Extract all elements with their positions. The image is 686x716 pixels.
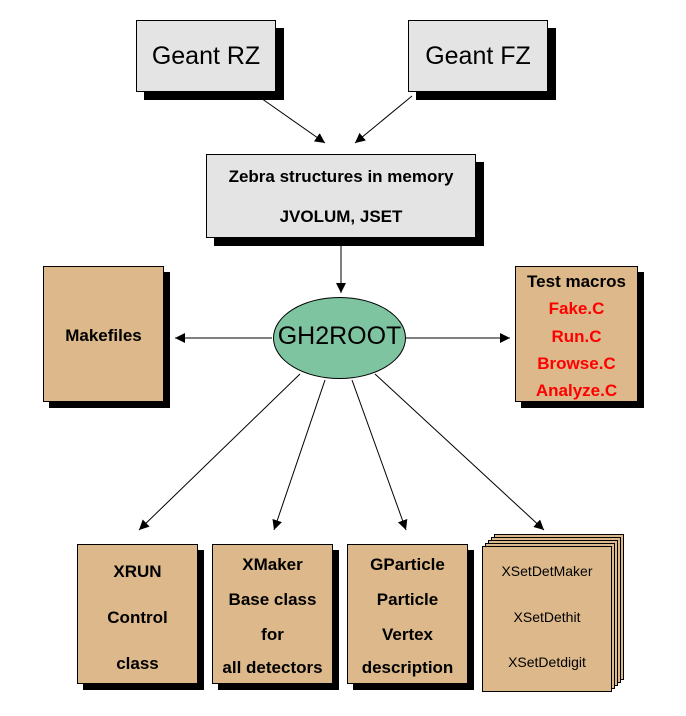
arrow-gh2root-to-xmaker bbox=[272, 379, 326, 531]
gparticle-line4: description bbox=[361, 658, 454, 677]
xmaker-line4: all detectors bbox=[222, 658, 323, 677]
zebra-line2: JVOLUM, JSET bbox=[279, 207, 403, 226]
arrow-gh2root-to-xsetdet bbox=[374, 373, 545, 531]
xsetdet-hit: XSetDethit bbox=[513, 609, 581, 625]
gparticle-box: GParticle Particle Vertex description bbox=[347, 544, 468, 684]
xsetdet-digit: XSetDetdigit bbox=[508, 654, 586, 670]
macro-browse: Browse.C bbox=[537, 354, 616, 373]
xrun-line2: Control bbox=[107, 608, 168, 627]
arrow-gh2root-to-gparticle bbox=[351, 379, 408, 531]
test-macros-title: Test macros bbox=[527, 272, 626, 291]
xmaker-line2: Base class bbox=[228, 590, 317, 609]
xmaker-box: XMaker Base class for all detectors bbox=[212, 544, 333, 684]
xrun-line3: class bbox=[116, 654, 159, 673]
xsetdet-maker: XSetDetMaker bbox=[501, 563, 593, 579]
geant-rz-box: Geant RZ bbox=[136, 20, 276, 92]
xsetdet-box: XSetDetMaker XSetDethit XSetDetdigit bbox=[482, 546, 612, 692]
makefiles-box: Makefiles bbox=[43, 266, 164, 402]
gh2root-label: GH2ROOT bbox=[277, 322, 402, 350]
gparticle-line2: Particle bbox=[376, 590, 439, 609]
gparticle-line3: Vertex bbox=[381, 625, 434, 644]
arrow-fz-to-zebra bbox=[354, 95, 413, 144]
xmaker-line3: for bbox=[261, 625, 284, 644]
arrow-rz-to-zebra bbox=[257, 95, 326, 144]
arrow-gh2root-to-xrun bbox=[138, 373, 301, 531]
xrun-box: XRUN Control class bbox=[77, 544, 198, 684]
makefiles-label: Makefiles bbox=[65, 326, 142, 345]
zebra-line1: Zebra structures in memory bbox=[228, 167, 454, 186]
zebra-box: Zebra structures in memory JVOLUM, JSET bbox=[206, 154, 476, 238]
gparticle-line1: GParticle bbox=[370, 555, 445, 574]
xmaker-line1: XMaker bbox=[242, 555, 303, 574]
geant-fz-box: Geant FZ bbox=[408, 20, 548, 92]
gh2root-node: GH2ROOT bbox=[273, 297, 406, 379]
geant-fz-label: Geant FZ bbox=[425, 42, 531, 70]
macro-run: Run.C bbox=[551, 327, 602, 346]
macro-analyze: Analyze.C bbox=[535, 381, 618, 400]
geant-rz-label: Geant RZ bbox=[151, 42, 261, 70]
macro-fake: Fake.C bbox=[548, 299, 605, 318]
test-macros-box: Test macros Fake.C Run.C Browse.C Analyz… bbox=[515, 266, 638, 402]
xrun-line1: XRUN bbox=[113, 562, 162, 581]
